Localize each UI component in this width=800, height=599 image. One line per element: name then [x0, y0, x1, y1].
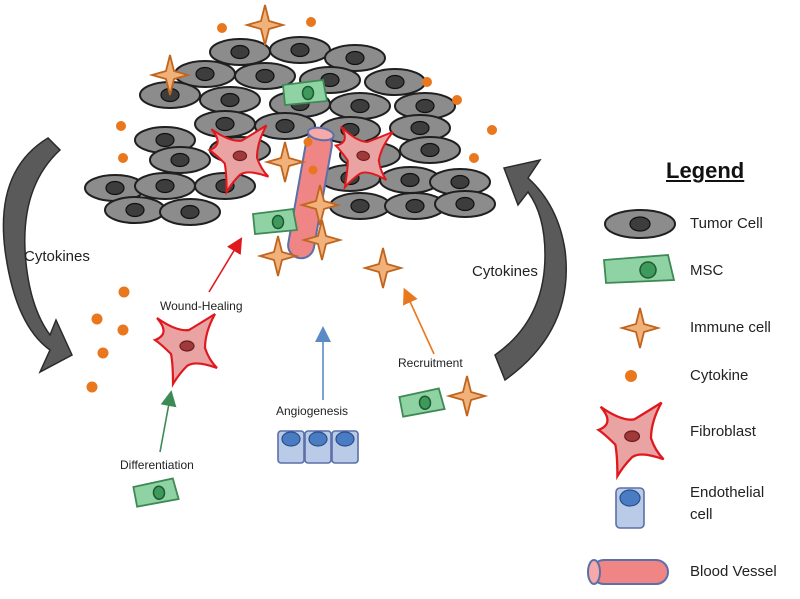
tumor-cell-icon [604, 209, 676, 239]
blood-vessel-icon [587, 559, 669, 585]
msc-cell [282, 79, 328, 106]
legend-label-msc: MSC [690, 262, 724, 279]
legend-icons [587, 209, 676, 585]
cytokines-left-arrow [2, 137, 73, 374]
blood-vessel [287, 126, 335, 260]
cytokine-dots [116, 17, 497, 175]
cytokines-right-arrow [494, 158, 567, 382]
legend-label-cytokine: Cytokine [690, 367, 749, 384]
recruitment-label: Recruitment [398, 356, 463, 370]
msc-cell [252, 208, 298, 235]
msc-cell [132, 477, 180, 508]
legend-title: Legend [666, 158, 745, 183]
msc-cell [398, 387, 446, 418]
legend-label-blood-vessel: Blood Vessel [690, 563, 777, 580]
differentiation-label: Differentiation [120, 458, 194, 472]
legend-label-endothelial-cell: Endothelial cell [690, 484, 765, 523]
legend-label-immune-cell: Immune cell [690, 319, 771, 336]
tumor-mass [84, 36, 496, 226]
wound-healing-arrow [208, 237, 243, 293]
wound-healing-label: Wound-Healing [160, 299, 243, 313]
fibroblast-cell [153, 312, 219, 386]
cytokines-left-label: Cytokines [24, 248, 90, 265]
immune-cell-icon [621, 307, 659, 349]
angiogenesis-label: Angiogenesis [276, 404, 349, 418]
cytokine-dots [86, 286, 130, 393]
differentiation-arrow [159, 390, 177, 453]
immune-cell [364, 247, 402, 289]
recruitment-arrow [403, 287, 435, 355]
legend-label-fibroblast: Fibroblast [690, 423, 756, 440]
cytokine-icon [625, 370, 637, 382]
cytokines-right-label: Cytokines [472, 263, 538, 280]
endothelial-cells [277, 430, 359, 464]
legend-label-tumor-cell: Tumor Cell [690, 215, 763, 232]
immune-cell [448, 375, 486, 417]
fibroblast-icon [597, 401, 665, 478]
msc-icon [603, 254, 676, 284]
endothelial-cell-icon [615, 487, 645, 529]
